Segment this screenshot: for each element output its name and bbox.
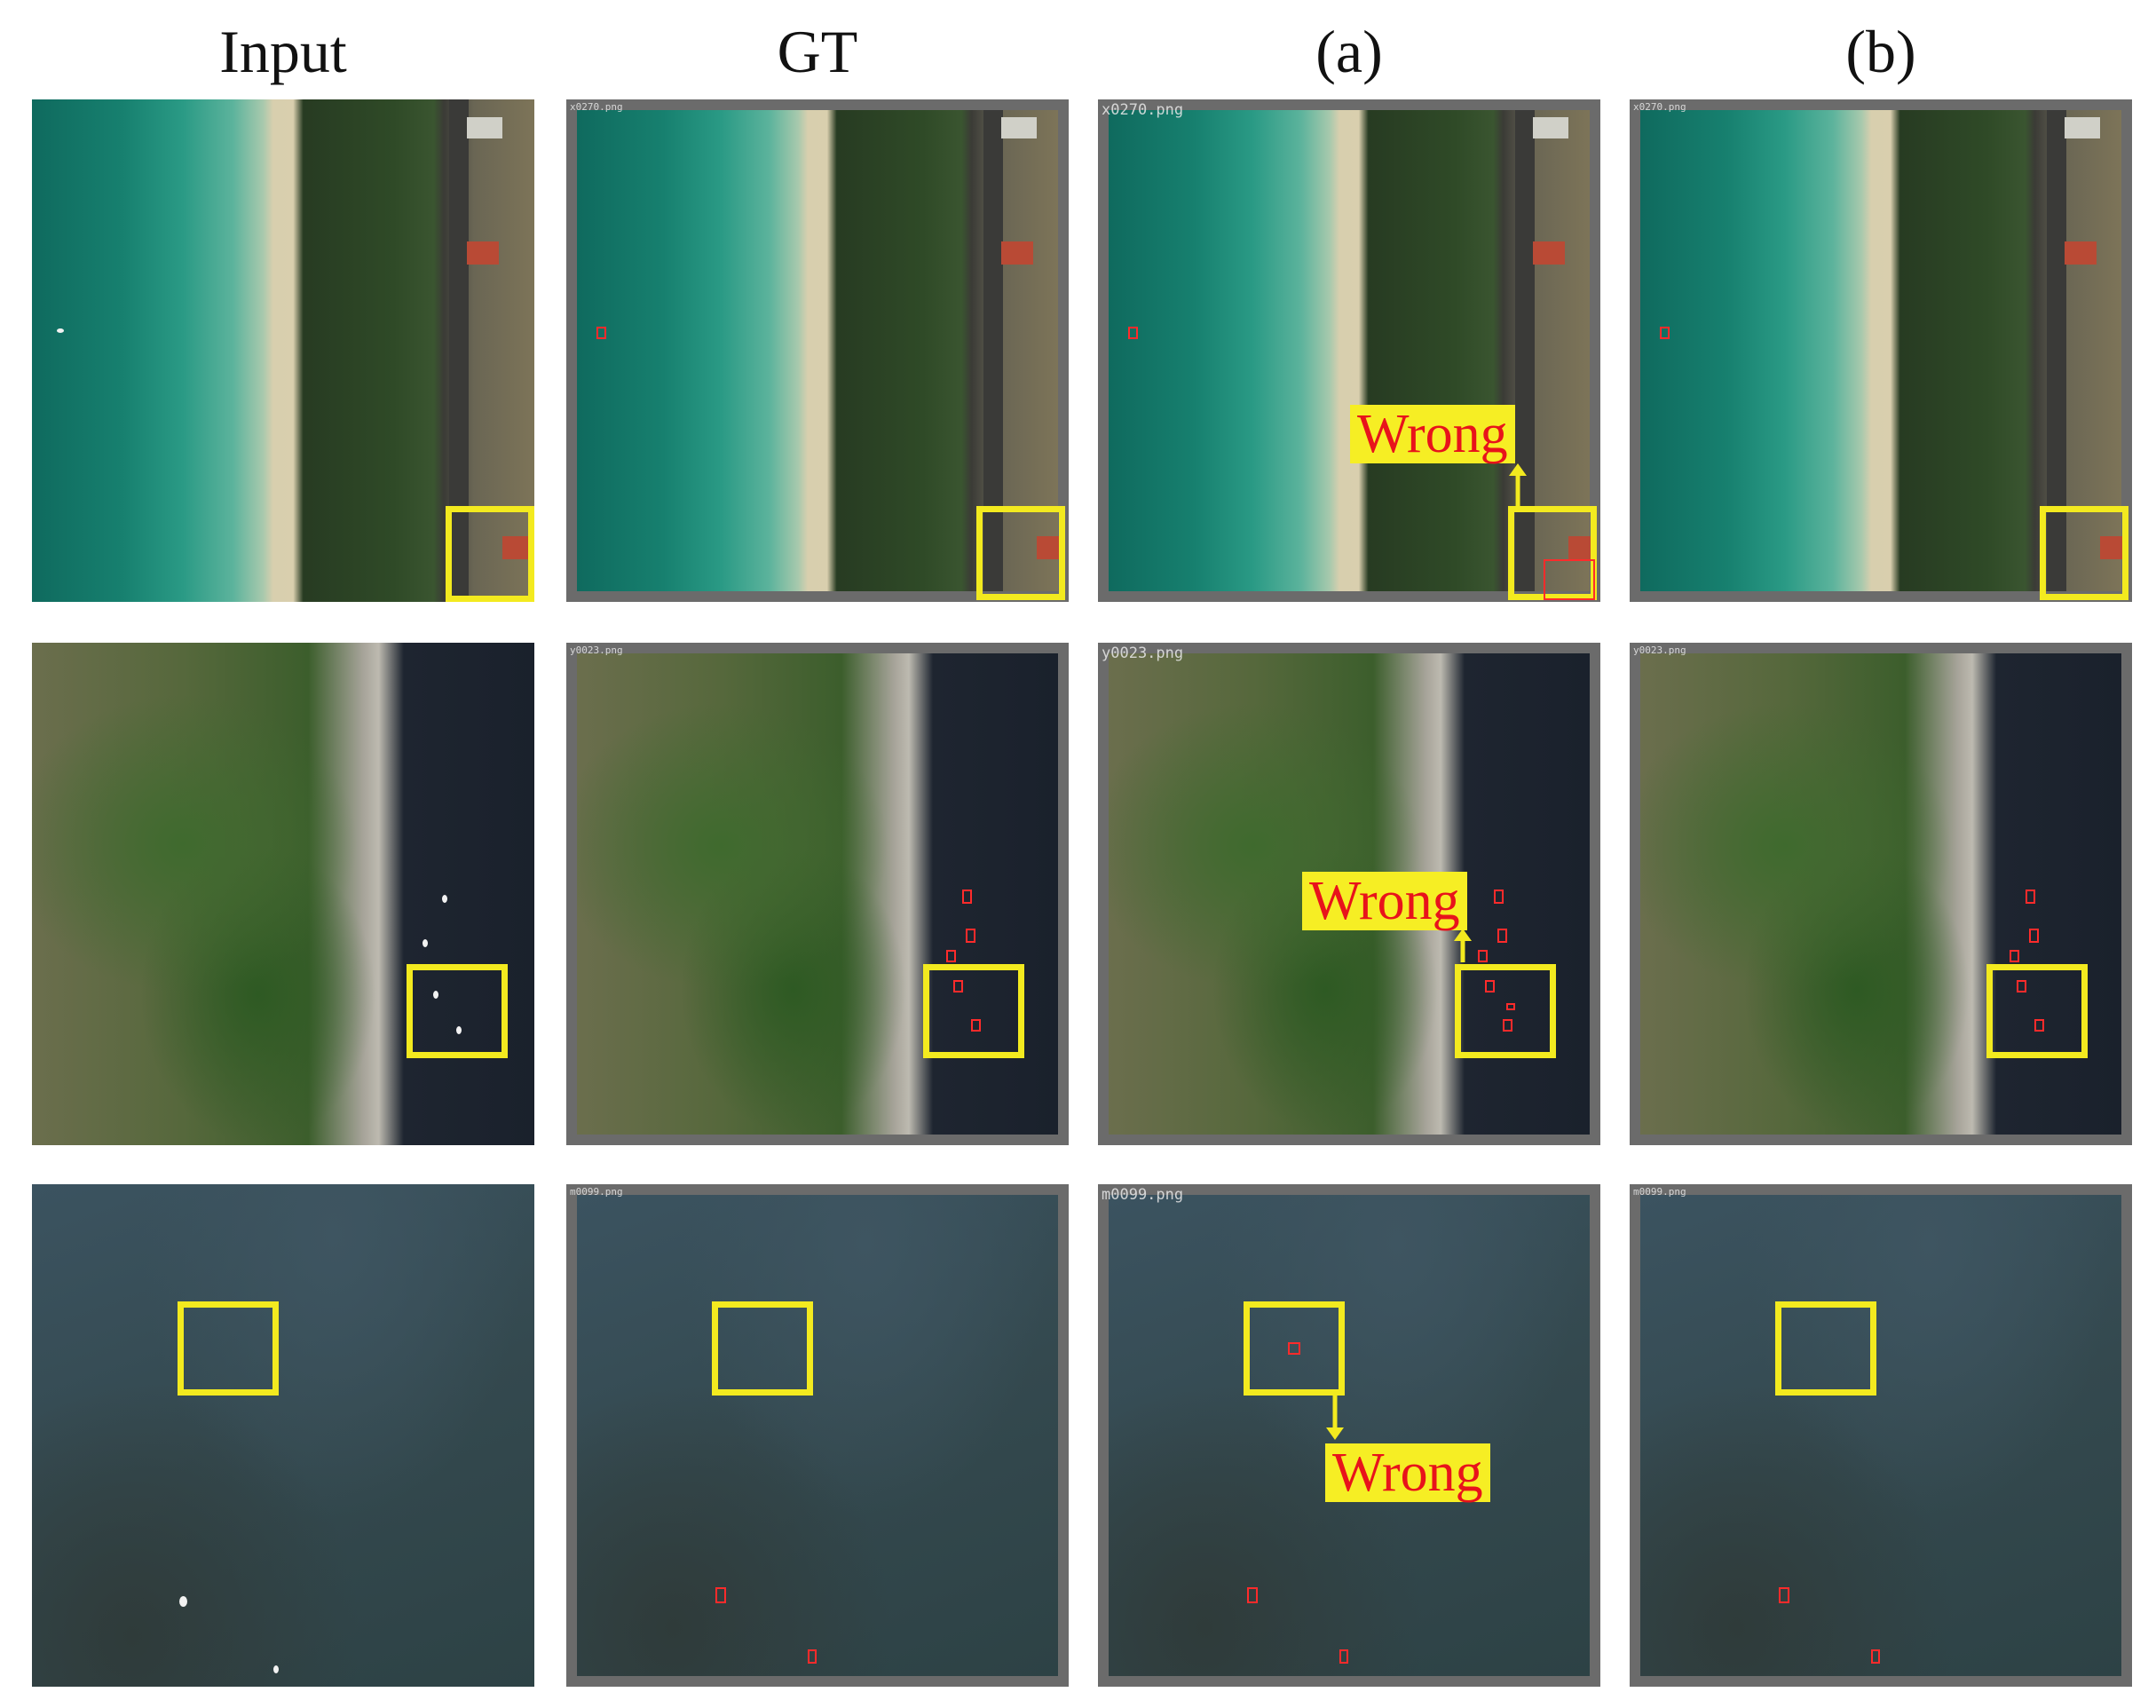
- highlight-box: [923, 964, 1024, 1058]
- detection-box: [2017, 980, 2026, 992]
- filename-label: y0023.png: [1633, 644, 1686, 656]
- highlight-box: [2040, 506, 2128, 600]
- false-detection-box: [1288, 1342, 1300, 1355]
- row3-gt-image: m0099.png: [566, 1184, 1069, 1687]
- wrong-label: Wrong: [1302, 872, 1467, 930]
- detection-box: [1478, 950, 1488, 962]
- detection-box: [2010, 950, 2019, 962]
- row1-b-image: x0270.png: [1630, 99, 2132, 602]
- detection-box: [2029, 929, 2039, 943]
- row2-input-image: [32, 643, 534, 1145]
- highlight-box: [1244, 1301, 1345, 1396]
- row2-b-image: y0023.png: [1630, 643, 2132, 1145]
- column-header-a: (a): [1315, 18, 1383, 85]
- highlight-box: [1775, 1301, 1876, 1396]
- row1-input-image: [32, 99, 534, 602]
- row1-gt-image: x0270.png: [566, 99, 1069, 602]
- row3-a-image: m0099.png Wrong: [1098, 1184, 1600, 1687]
- detection-box: [1503, 1019, 1512, 1032]
- column-header-input: Input: [219, 18, 347, 85]
- filename-label: m0099.png: [570, 1186, 623, 1198]
- detection-box: [953, 980, 963, 992]
- row1-a-image: x0270.png Wrong: [1098, 99, 1600, 602]
- detection-box: [1128, 327, 1138, 339]
- highlight-box: [407, 964, 508, 1058]
- filename-label: y0023.png: [570, 644, 623, 656]
- detection-box: [1485, 980, 1495, 992]
- highlight-box: [712, 1301, 813, 1396]
- detection-box: [971, 1019, 981, 1032]
- detection-box: [1779, 1587, 1789, 1603]
- detection-box: [1247, 1587, 1258, 1603]
- highlight-box: [1508, 506, 1597, 600]
- filename-label: x0270.png: [1633, 101, 1686, 113]
- filename-label: y0023.png: [1102, 644, 1184, 662]
- detection-box: [2026, 890, 2035, 904]
- row3-input-image: [32, 1184, 534, 1687]
- filename-label: x0270.png: [1102, 101, 1184, 119]
- highlight-box: [178, 1301, 279, 1396]
- detection-box: [808, 1649, 817, 1664]
- arrow-up-icon: [1509, 463, 1527, 506]
- detection-box: [2034, 1019, 2044, 1032]
- false-detection-box: [1544, 559, 1595, 600]
- false-detection-box: [1506, 1003, 1515, 1010]
- wrong-label: Wrong: [1350, 405, 1515, 463]
- detection-box: [715, 1587, 726, 1603]
- column-header-gt: GT: [777, 18, 858, 85]
- detection-box: [966, 929, 975, 943]
- highlight-box: [1986, 964, 2088, 1058]
- filename-label: x0270.png: [570, 101, 623, 113]
- highlight-box: [1455, 964, 1556, 1058]
- wrong-label: Wrong: [1325, 1443, 1490, 1502]
- detection-box: [1871, 1649, 1880, 1664]
- row2-gt-image: y0023.png: [566, 643, 1069, 1145]
- row3-b-image: m0099.png: [1630, 1184, 2132, 1687]
- detection-box: [596, 327, 606, 339]
- arrow-down-icon: [1326, 1396, 1344, 1440]
- detection-box: [962, 890, 972, 904]
- detection-box: [946, 950, 956, 962]
- detection-box: [1339, 1649, 1348, 1664]
- detection-box: [1660, 327, 1670, 339]
- filename-label: m0099.png: [1633, 1186, 1686, 1198]
- highlight-box: [446, 506, 534, 602]
- detection-box: [1494, 890, 1504, 904]
- column-header-b: (b): [1845, 18, 1916, 85]
- row2-a-image: y0023.png Wrong: [1098, 643, 1600, 1145]
- arrow-up-icon: [1454, 929, 1472, 962]
- detection-box: [1497, 929, 1507, 943]
- filename-label: m0099.png: [1102, 1186, 1184, 1204]
- highlight-box: [976, 506, 1065, 600]
